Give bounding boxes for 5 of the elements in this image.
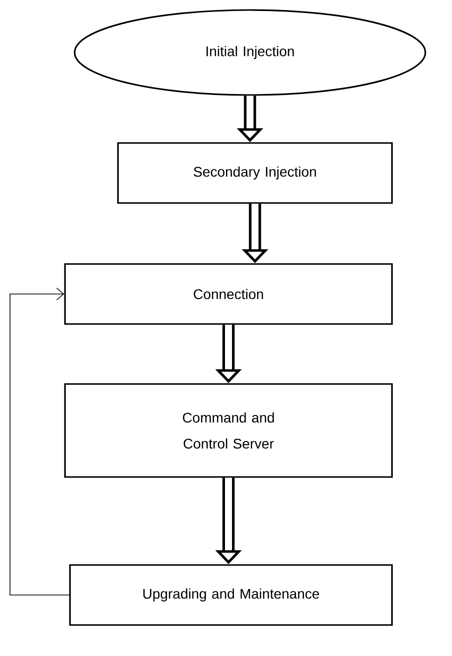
arrow: [10, 288, 70, 596]
process-box: Upgrading and Maintenance: [69, 564, 393, 626]
process-box: Connection: [64, 263, 393, 325]
process-box: Command and Control Server: [64, 383, 393, 478]
process-box: Secondary Injection: [117, 142, 393, 204]
